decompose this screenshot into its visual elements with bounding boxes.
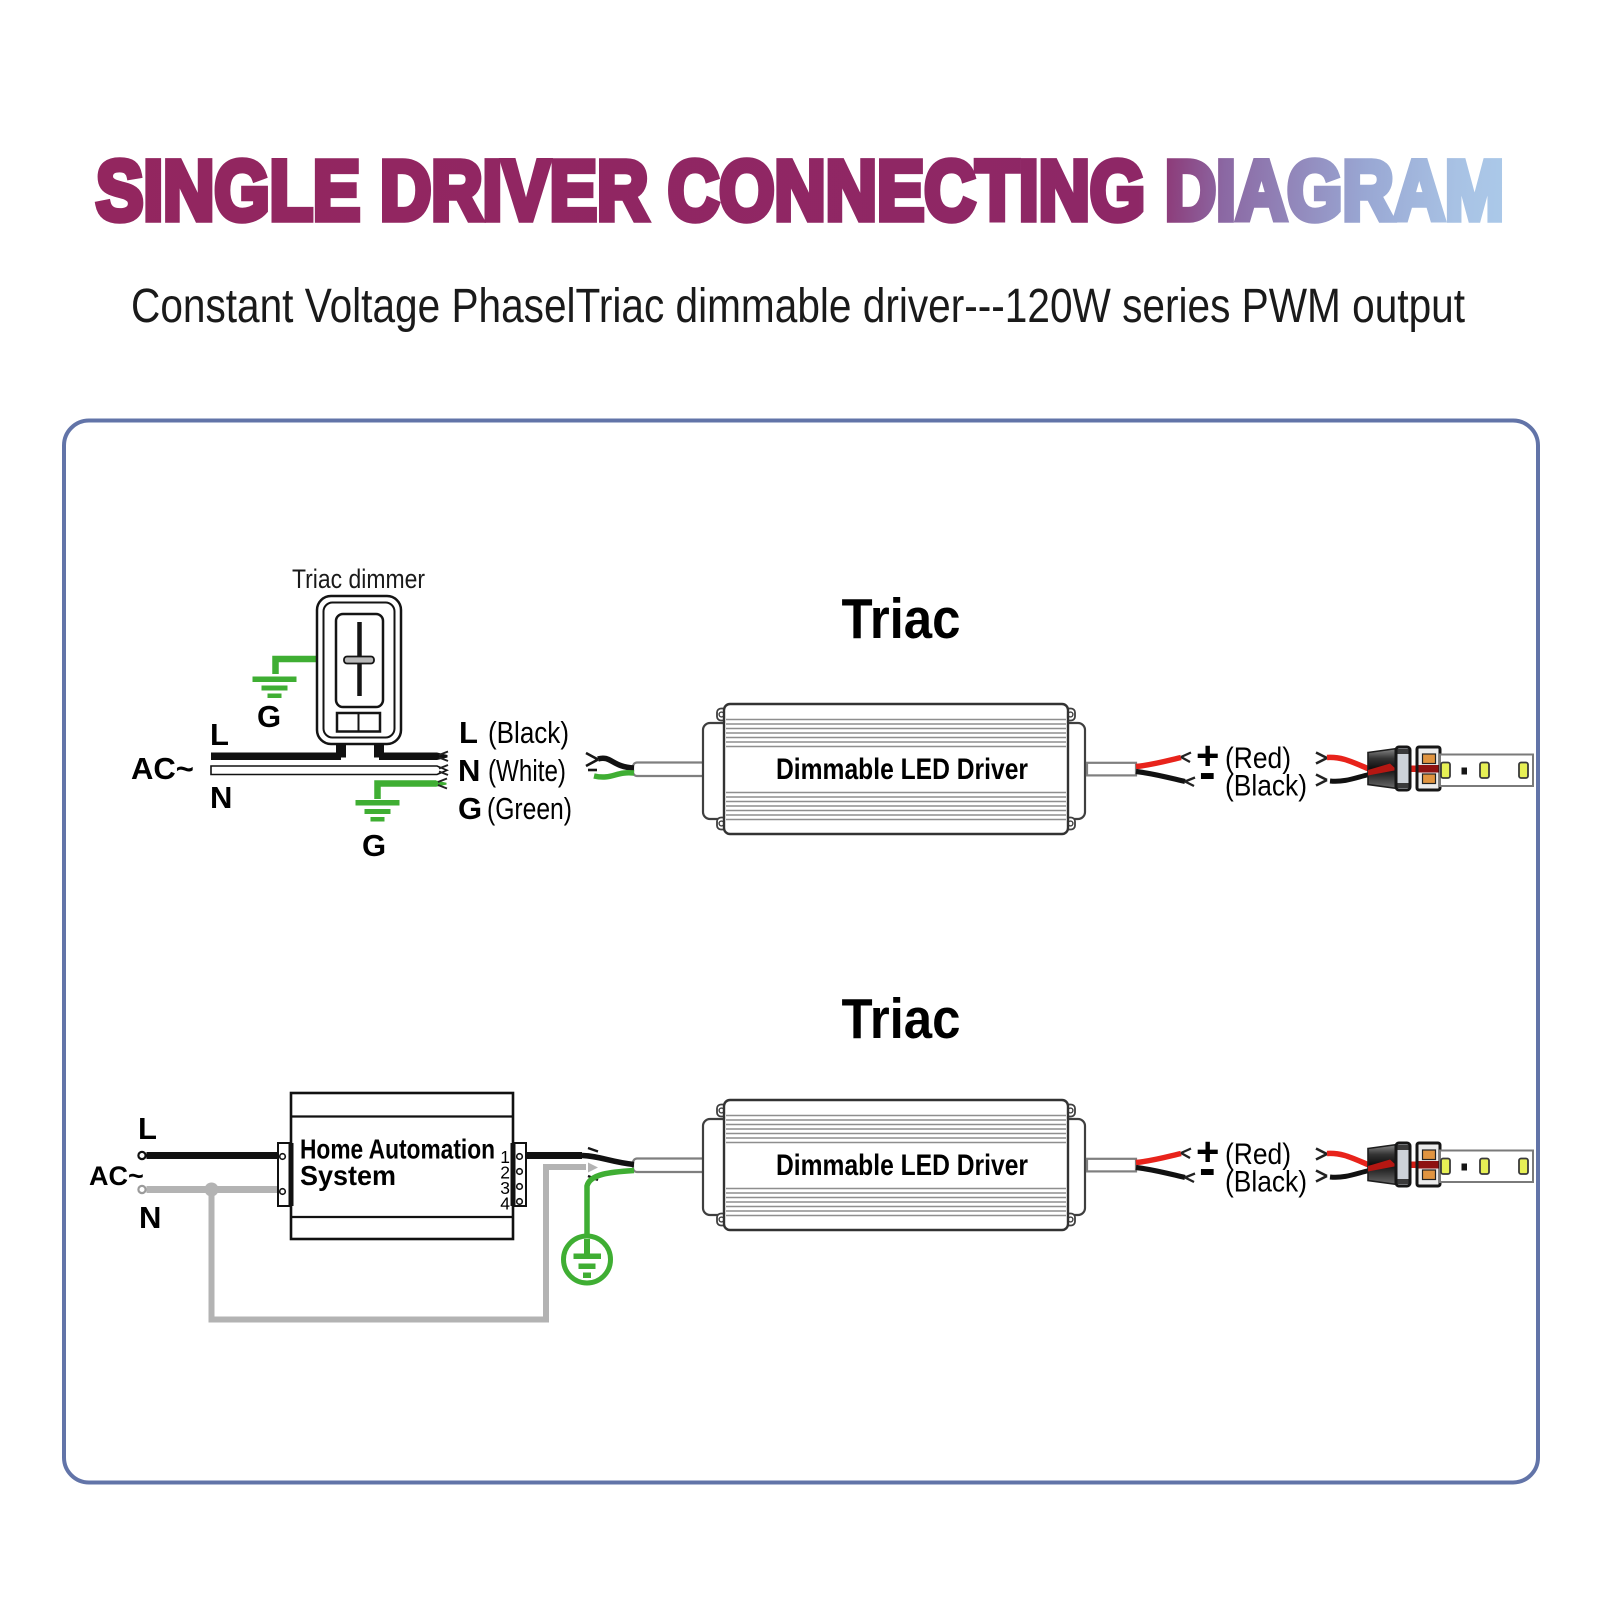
svg-text:Triac: Triac [842,987,961,1051]
svg-text:3: 3 [500,1178,510,1198]
svg-text:2: 2 [500,1163,510,1183]
svg-text:N: N [139,1200,161,1235]
svg-text:AC~: AC~ [131,751,194,786]
svg-text:L: L [210,717,229,752]
svg-text:N: N [210,780,232,815]
svg-text:Constant Voltage PhaselTriac d: Constant Voltage PhaselTriac dimmable dr… [131,280,1465,333]
svg-text:G: G [362,828,386,863]
svg-text:(Black): (Black) [488,715,569,750]
svg-text:N: N [458,753,480,788]
svg-text:Home Automation: Home Automation [300,1134,495,1165]
svg-text:SINGLE DRIVER CONNECTING DIAGR: SINGLE DRIVER CONNECTING DIAGRAM [96,144,1504,238]
svg-text:System: System [300,1160,396,1191]
svg-text:G: G [458,791,482,826]
svg-text:4: 4 [500,1194,510,1214]
svg-text:G: G [257,699,281,734]
svg-text:(White): (White) [488,753,566,788]
svg-text:Triac: Triac [842,587,961,651]
svg-text:L: L [459,715,478,750]
svg-text:Triac dimmer: Triac dimmer [292,564,425,594]
svg-text:(Green): (Green) [487,791,572,826]
svg-text:1: 1 [500,1147,510,1167]
svg-text:AC~: AC~ [89,1161,144,1191]
svg-text:L: L [138,1111,157,1146]
